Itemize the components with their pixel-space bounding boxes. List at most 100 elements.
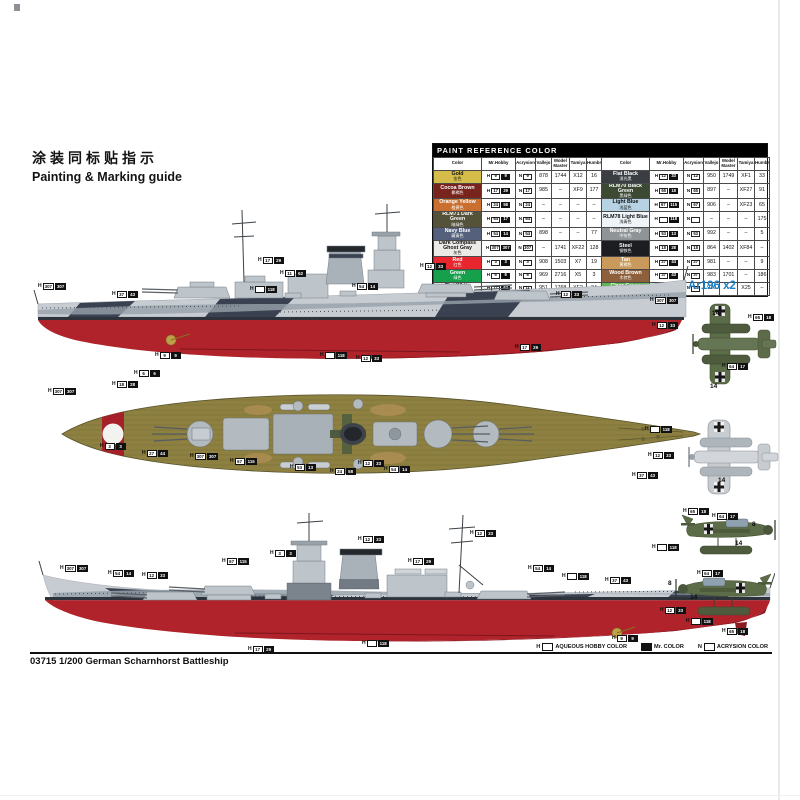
aqueous-number-box: 65: [659, 187, 669, 194]
callout-h-prefix: H: [612, 635, 616, 642]
acrysion-number-box: 53: [691, 230, 701, 237]
paint-callout: H 118: [362, 640, 389, 647]
callout-mr-box: 33: [373, 536, 384, 543]
callout-h-prefix: H: [112, 291, 116, 298]
callout-h-prefix: H: [142, 450, 146, 457]
column-header: Mr.Hobby: [481, 156, 516, 171]
number-callout: 14: [690, 594, 697, 601]
callout-mr-box: 118: [335, 352, 347, 359]
callout-aqueous-box: 54: [356, 283, 367, 290]
kit-title: 03715 1/200 German Scharnhorst Battleshi…: [30, 656, 229, 667]
callout-h-prefix: H: [362, 640, 366, 647]
acrysion-number-box: 18: [691, 245, 701, 252]
aqueous-prefix: H: [654, 259, 659, 265]
tamiya-cell: –: [737, 255, 755, 270]
aqueous-number-box: 67: [658, 202, 668, 209]
callout-mr-box: 118: [667, 544, 679, 551]
callout-aqueous-box: 12: [362, 460, 373, 467]
callout-mr-box: 13: [305, 464, 316, 471]
vallejo-cell: 864: [703, 239, 720, 257]
callout-aqueous-box: 307: [42, 283, 54, 290]
acrysion-number-box: 24: [523, 202, 533, 209]
acrysion-number-box: 94: [691, 285, 701, 292]
callout-aqueous-box: 3: [274, 550, 285, 557]
callout-mr-box: 118: [265, 286, 277, 293]
callout-mr-box: 33: [435, 263, 446, 270]
aqueous-prefix: H: [486, 173, 491, 179]
callout-h-prefix: H: [108, 570, 112, 577]
acrysion-prefix: N: [518, 230, 523, 236]
callout-aqueous-box: [656, 544, 667, 551]
callout-aqueous-box: 37: [636, 472, 647, 479]
acrysion-number-box: 37: [691, 272, 701, 279]
callout-aqueous-box: 54: [112, 570, 123, 577]
callout-h-prefix: H: [632, 472, 636, 479]
callout-h-prefix: H: [470, 530, 474, 537]
color-name: Wood Brown: [609, 269, 642, 276]
callout-mr-box: 118: [377, 640, 389, 647]
callout-aqueous-box: 12: [146, 572, 157, 579]
aqueous-number-box: 53: [659, 230, 669, 237]
callout-mr-box: 43: [620, 577, 631, 584]
color-name: Green: [449, 269, 466, 276]
callout-aqueous-box: [254, 286, 265, 293]
callout-number: 14: [712, 310, 720, 317]
acrysion-number-box: 6: [523, 272, 533, 279]
callout-h-prefix: H: [358, 536, 362, 543]
callout-h-prefix: H: [562, 573, 566, 580]
aqueous-prefix: H: [486, 187, 491, 193]
color-name: Neutral Gray: [609, 228, 642, 235]
callout-aqueous-box: [690, 618, 701, 625]
callout-h-prefix: H: [645, 426, 649, 433]
humbrol-cell: –: [754, 281, 770, 296]
aqueous-number-box: 9: [491, 173, 501, 180]
color-name: Flat Black: [612, 170, 639, 177]
model-master-cell: –: [719, 211, 738, 228]
aqueous-prefix: H: [654, 216, 658, 222]
color-name-chinese: 橙黄色: [451, 204, 464, 210]
humbrol-cell: 9: [754, 255, 770, 270]
callout-aqueous-box: 27: [146, 450, 157, 457]
tamiya-cell: XF23: [737, 198, 755, 213]
callout-number: 8: [752, 521, 756, 528]
acrysion-number-box: 9: [523, 173, 533, 180]
aqueous-number-box: 37: [659, 272, 669, 279]
color-name-chinese: 灰色: [453, 250, 462, 256]
callout-mr-box: 3: [115, 443, 126, 450]
callout-mr-box: 17: [712, 570, 723, 577]
callout-aqueous-box: 17: [519, 344, 530, 351]
aqueous-prefix: H: [486, 272, 491, 278]
acrysion-number-box: 27: [691, 259, 701, 266]
callout-mr-box: 307: [76, 565, 89, 572]
callout-mr-box: 17: [737, 363, 748, 370]
aqueous-number-box: 6: [491, 272, 501, 279]
callout-aqueous-box: 37: [116, 291, 127, 298]
